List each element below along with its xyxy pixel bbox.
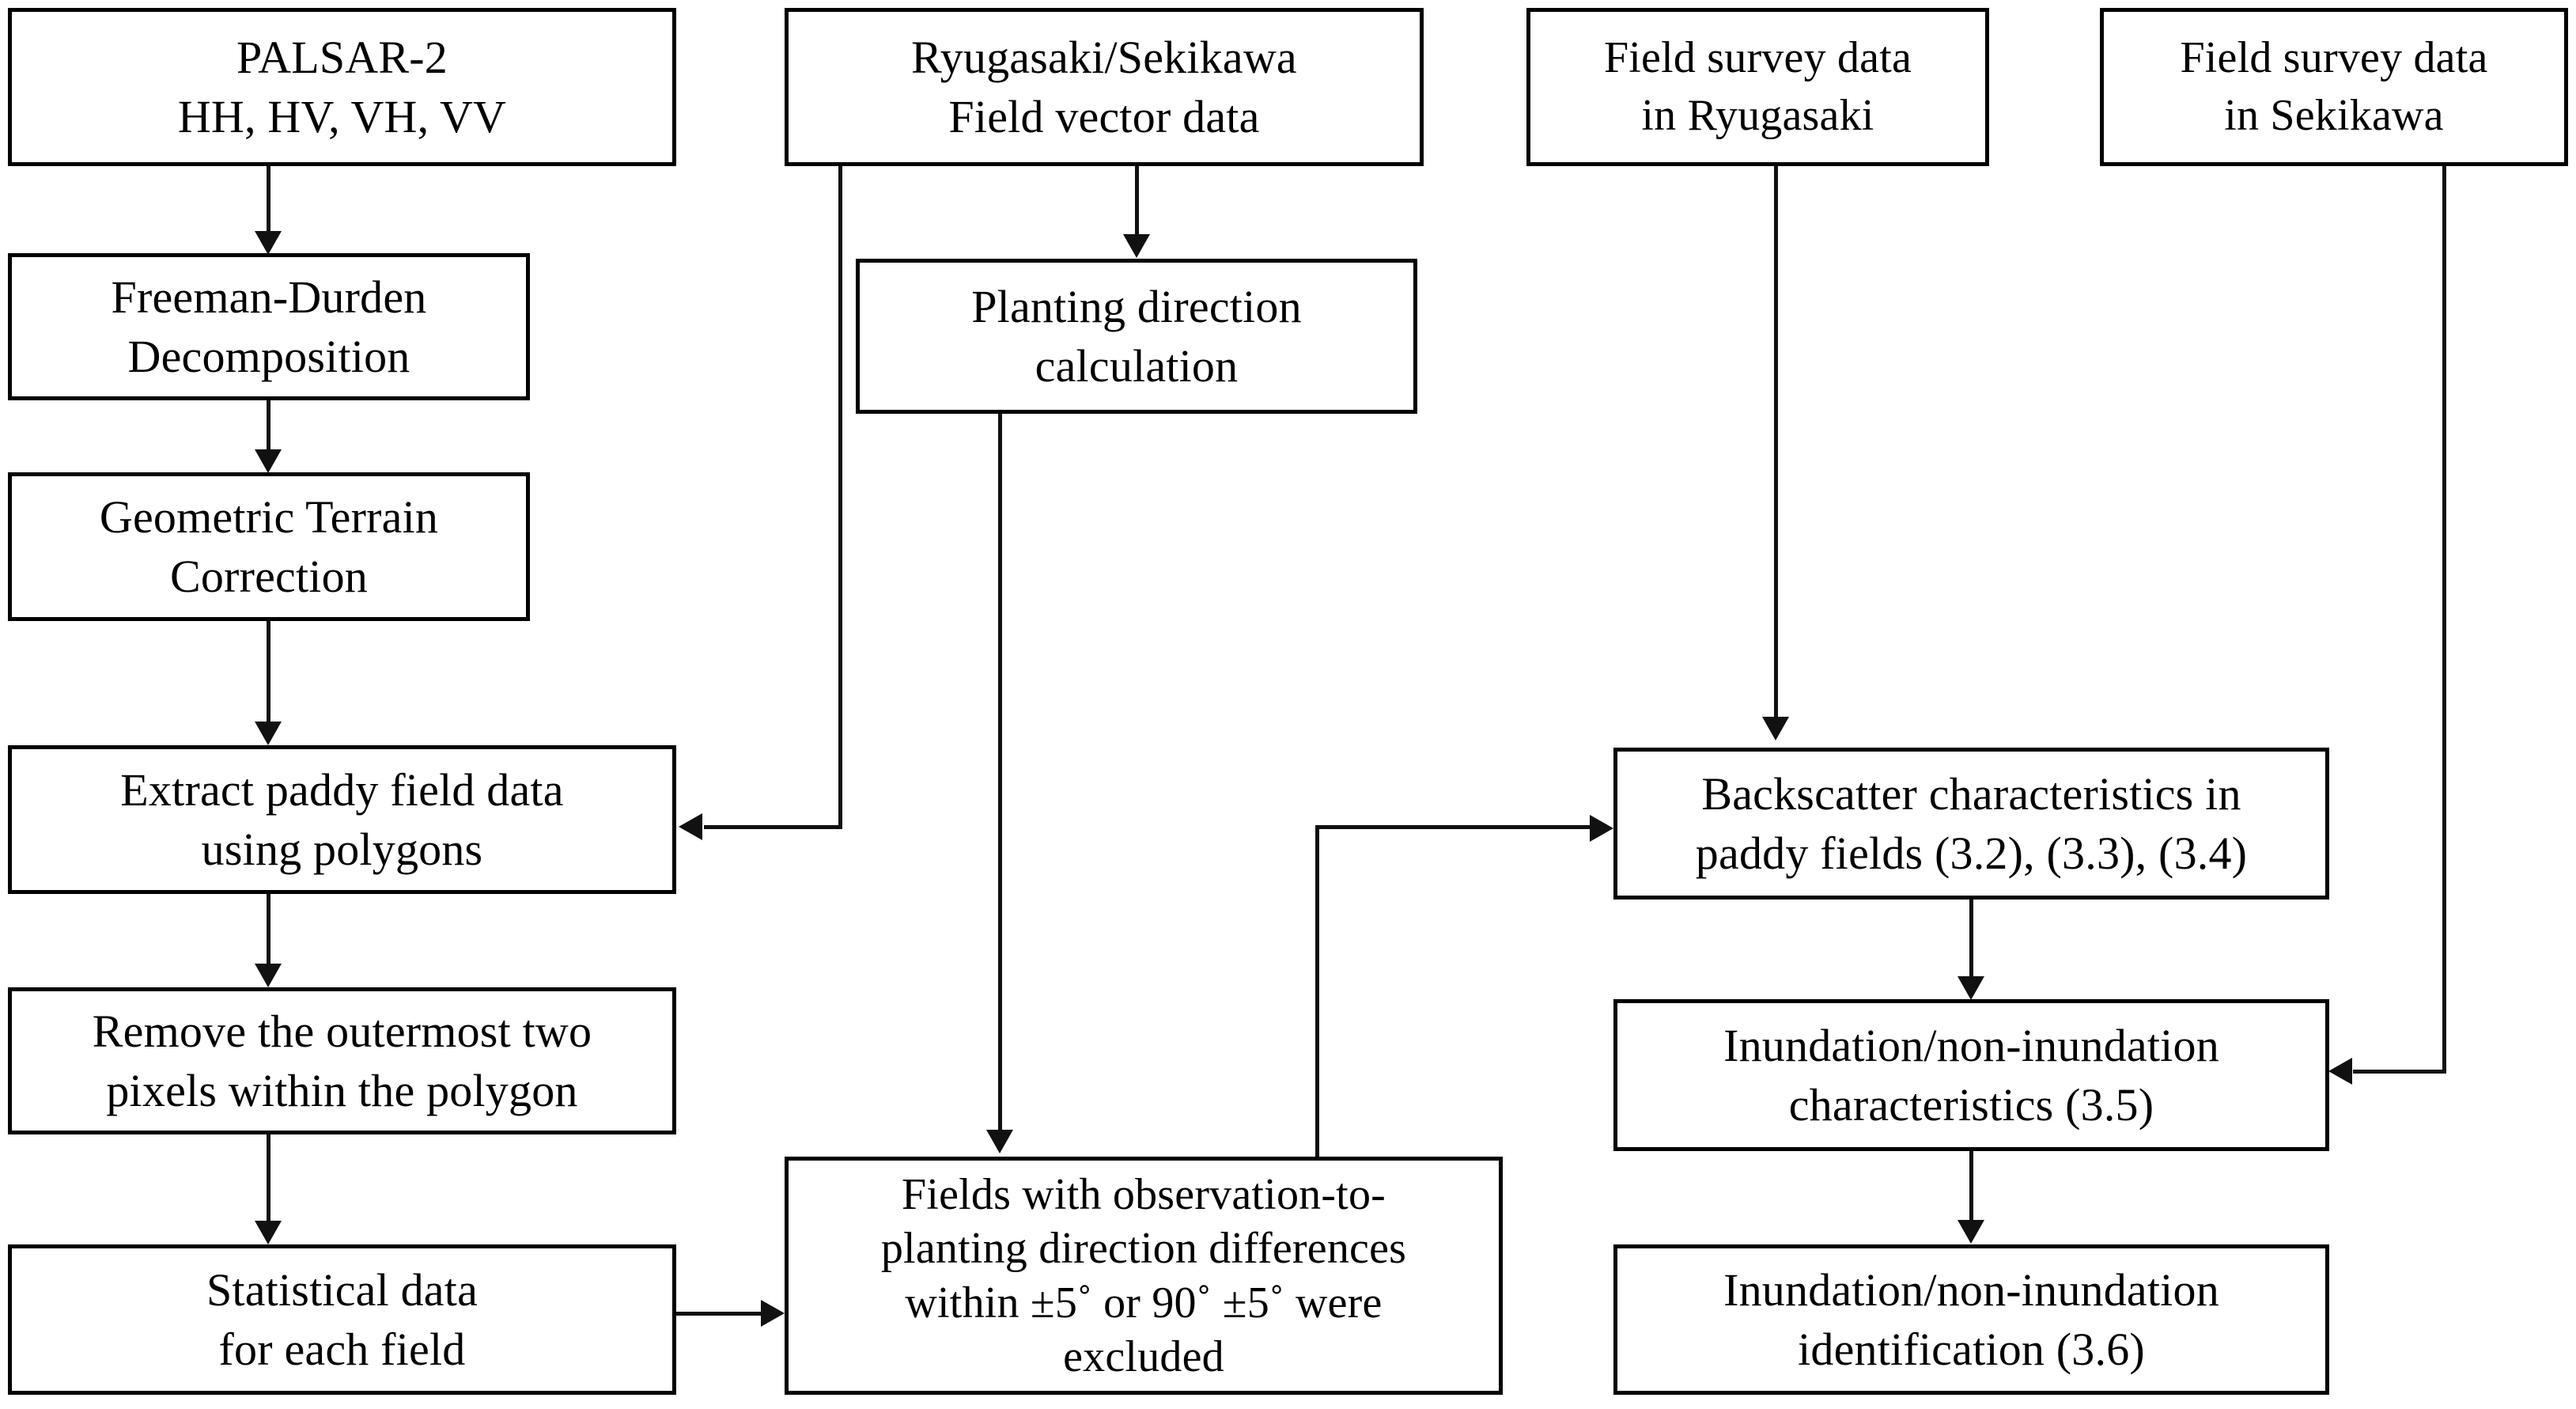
node-field-survey-ryugasaki: Field survey data in Ryugasaki [1526,8,1989,166]
edge-characteristics-to-identification [1969,1151,1973,1222]
node-inundation-identification: Inundation/non-inundation identification… [1613,1244,2329,1395]
edge-vector-to-extract-horizontal [704,825,842,829]
node-backscatter-characteristics: Backscatter characteristics in paddy fie… [1613,748,2329,900]
node-field-survey-sekikawa: Field survey data in Sekikawa [2100,8,2568,166]
edge-statistical-to-fields [676,1312,765,1316]
node-statistical-data: Statistical data for each field [8,1244,676,1395]
edge-palsar2-to-freeman [267,166,270,234]
edge-sekikawa-to-characteristics-horizontal [2353,1070,2446,1074]
edge-fields-to-backscatter-vertical [1315,825,1319,1159]
arrowhead-extract-to-remove [255,964,282,987]
arrowhead-geometric-to-extract [255,722,282,745]
arrowhead-planting-to-fields [986,1130,1013,1153]
node-geometric-terrain-correction: Geometric Terrain Correction [8,472,530,621]
edge-sekikawa-to-characteristics-vertical [2442,166,2446,1072]
edge-backscatter-to-characteristics [1969,900,1973,979]
arrowhead-statistical-to-fields [761,1300,785,1327]
node-palsar2: PALSAR-2 HH, HV, VH, VV [8,8,676,166]
edge-freeman-to-geometric [267,400,270,452]
arrowhead-fields-to-backscatter [1590,815,1613,842]
arrowhead-sekikawa-to-characteristics [2328,1058,2352,1085]
arrowhead-characteristics-to-identification [1958,1220,1984,1244]
edge-geometric-to-extract [267,621,270,724]
arrowhead-backscatter-to-characteristics [1958,976,1984,1000]
arrowhead-vector-to-planting [1123,234,1150,258]
node-freeman-durden-decomposition: Freeman-Durden Decomposition [8,253,530,400]
arrowhead-vector-to-extract [679,813,702,840]
edge-vector-to-planting [1135,166,1139,236]
node-field-vector-data: Ryugasaki/Sekikawa Field vector data [785,8,1424,166]
node-inundation-characteristics: Inundation/non-inundation characteristic… [1613,999,2329,1151]
node-planting-direction-calculation: Planting direction calculation [856,259,1417,414]
edge-planting-to-fields [998,414,1002,1132]
node-remove-outermost-pixels: Remove the outermost two pixels within t… [8,987,676,1134]
arrowhead-remove-to-statistical [255,1221,282,1244]
node-fields-excluded: Fields with observation-to- planting dir… [785,1157,1503,1395]
edge-vector-to-extract-vertical [838,166,842,829]
arrowhead-ryugasaki-to-backscatter [1762,717,1789,740]
edge-fields-to-backscatter-horizontal [1315,825,1594,829]
arrowhead-palsar2-to-freeman [255,231,282,255]
node-extract-paddy-field-data: Extract paddy field data using polygons [8,745,676,894]
edge-extract-to-remove [267,894,270,967]
arrowhead-freeman-to-geometric [255,449,282,473]
edge-remove-to-statistical [267,1134,270,1223]
edge-ryugasaki-to-backscatter [1774,166,1778,720]
